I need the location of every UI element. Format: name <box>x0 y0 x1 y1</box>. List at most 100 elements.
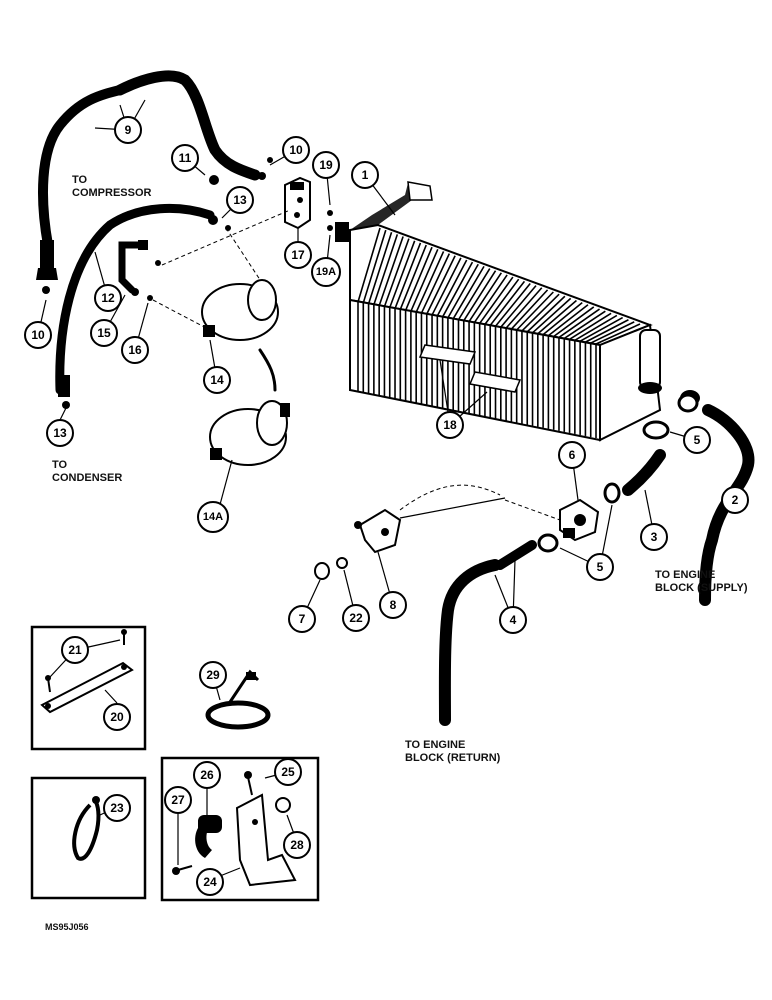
fin-top <box>585 319 629 343</box>
callout-6: 6 <box>558 441 586 469</box>
fin-top <box>489 280 526 326</box>
water-valve <box>559 498 600 542</box>
svg-text:23: 23 <box>110 801 124 815</box>
callout-2: 2 <box>721 486 749 514</box>
fin-top <box>558 308 601 339</box>
callout-15: 15 <box>90 319 118 347</box>
svg-text:29: 29 <box>206 668 220 682</box>
callout-12: 12 <box>94 284 122 312</box>
svg-text:BLOCK (SUPPLY): BLOCK (SUPPLY) <box>655 582 748 594</box>
hose-assembly <box>36 70 273 409</box>
fin-top <box>404 246 433 311</box>
fin-top <box>531 297 572 334</box>
svg-text:21: 21 <box>68 643 82 657</box>
callout-4: 4 <box>499 606 527 634</box>
callout-5-bottom: 5 <box>586 553 614 581</box>
svg-text:5: 5 <box>597 560 604 574</box>
svg-text:8: 8 <box>390 598 397 612</box>
fin-top <box>542 302 583 336</box>
callout-23: 23 <box>103 794 131 822</box>
callout-25: 25 <box>274 758 302 786</box>
fin-top <box>388 240 416 308</box>
callout-14: 14 <box>203 366 231 394</box>
fin-top <box>463 270 497 322</box>
svg-text:15: 15 <box>97 326 111 340</box>
fin-top <box>595 323 641 345</box>
svg-text:TO ENGINE: TO ENGINE <box>655 569 715 581</box>
callout-17: 17 <box>284 241 312 269</box>
svg-text:14A: 14A <box>203 511 223 523</box>
fin-top <box>574 314 618 341</box>
svg-text:CONDENSER: CONDENSER <box>52 472 122 484</box>
receiver-drier-alt <box>209 400 290 466</box>
svg-text:13: 13 <box>53 426 67 440</box>
svg-text:24: 24 <box>203 875 217 889</box>
figure-id: MS95J056 <box>45 922 89 932</box>
fin-top <box>436 259 468 317</box>
callout-20: 20 <box>103 703 131 731</box>
svg-text:18: 18 <box>443 418 457 432</box>
fin-top <box>394 242 422 309</box>
to-engine-supply-label: TO ENGINE BLOCK (SUPPLY) <box>655 569 748 594</box>
fin-top <box>362 229 387 304</box>
callout-27: 27 <box>164 786 192 814</box>
to-compressor-label: TO COMPRESSOR <box>72 174 152 199</box>
fin-top <box>579 316 624 342</box>
callout-11: 11 <box>171 144 199 172</box>
nut <box>336 557 348 569</box>
callout-26: 26 <box>193 761 221 789</box>
fin-top <box>410 249 439 312</box>
to-condenser-label: TO CONDENSER <box>52 459 122 484</box>
receiver-drier <box>201 279 279 392</box>
to-engine-return-label: TO ENGINE BLOCK (RETURN) <box>405 739 501 764</box>
svg-text:2: 2 <box>732 493 739 507</box>
svg-text:20: 20 <box>110 710 124 724</box>
svg-text:TO ENGINE: TO ENGINE <box>405 739 465 751</box>
fin-top <box>399 244 427 310</box>
callout-13-left: 13 <box>46 419 74 447</box>
heater-core <box>335 181 700 442</box>
svg-text:BLOCK (RETURN): BLOCK (RETURN) <box>405 752 501 764</box>
callout-19a: 19A <box>311 257 341 287</box>
svg-text:19: 19 <box>319 158 333 172</box>
fin-top <box>478 276 514 324</box>
callout-22: 22 <box>342 604 370 632</box>
callout-29: 29 <box>199 661 227 689</box>
fin-top <box>473 274 508 323</box>
svg-text:12: 12 <box>101 291 115 305</box>
fin-top <box>500 285 537 328</box>
callout-28: 28 <box>283 831 311 859</box>
seal-strips <box>418 344 522 393</box>
fin-top <box>357 227 381 303</box>
fin-top <box>563 310 606 340</box>
fin-top <box>484 278 520 325</box>
fin-top <box>526 295 566 333</box>
svg-text:TO: TO <box>52 459 68 471</box>
callout-10-top: 10 <box>282 136 310 164</box>
svg-text:28: 28 <box>290 838 304 852</box>
callout-21: 21 <box>61 636 89 664</box>
fin-top <box>468 272 503 323</box>
svg-text:6: 6 <box>569 448 576 462</box>
fin-top <box>537 299 577 335</box>
fin-top <box>457 268 491 321</box>
fin-top <box>494 282 531 327</box>
fin-top <box>420 253 451 314</box>
callout-7: 7 <box>288 605 316 633</box>
fin-top <box>415 251 445 313</box>
svg-text:COMPRESSOR: COMPRESSOR <box>72 187 152 199</box>
fin-top <box>431 257 462 316</box>
svg-text:16: 16 <box>128 343 142 357</box>
callout-1: 1 <box>351 161 379 189</box>
svg-text:14: 14 <box>210 373 224 387</box>
svg-text:1: 1 <box>362 168 369 182</box>
fin-top <box>569 312 612 341</box>
fin-top <box>367 232 393 305</box>
fin-top <box>373 234 399 306</box>
fin-top <box>505 287 543 329</box>
svg-text:TO: TO <box>72 174 88 186</box>
fin-top <box>426 255 456 315</box>
svg-text:25: 25 <box>281 765 295 779</box>
hose-clamps <box>537 393 699 553</box>
expansion-valve <box>284 176 333 231</box>
